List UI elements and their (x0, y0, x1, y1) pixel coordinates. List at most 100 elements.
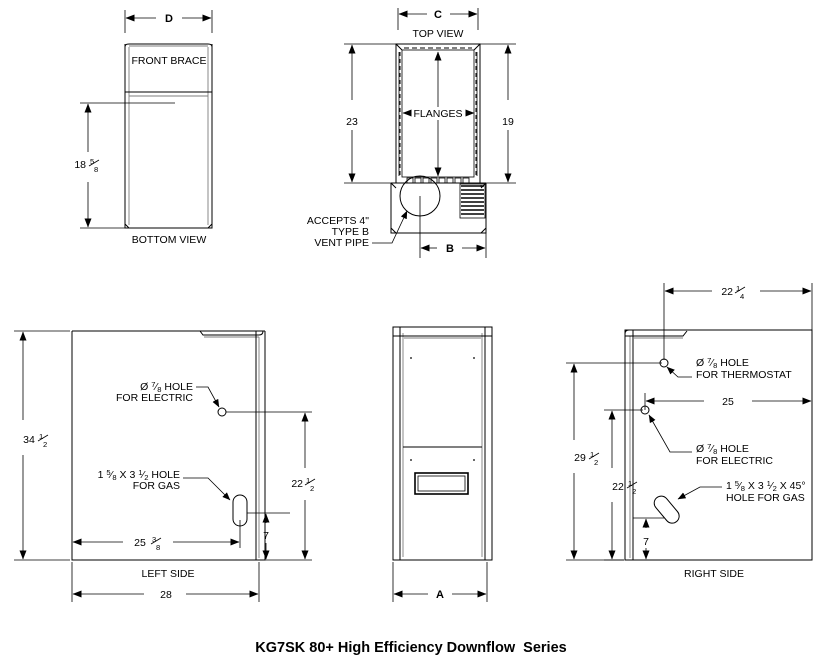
front-nameplate-inner (417, 475, 466, 492)
right-left-dim-fraction: 1 2 (588, 450, 600, 467)
front-screw-bl (410, 459, 412, 461)
top-view-left-height-dimension: 23 (344, 43, 396, 184)
left-gas-leader (183, 477, 231, 501)
svg-text:5: 5 (90, 157, 94, 166)
svg-text:2: 2 (310, 484, 314, 493)
right-electric-leader (648, 414, 692, 453)
svg-text:FOR GAS: FOR GAS (133, 480, 180, 492)
left-side-top-lip (199, 330, 264, 336)
top-view-right-height-dimension: 19 (480, 43, 516, 184)
top-view: C TOP VIEW FLANGES (307, 8, 516, 258)
top-view-base-outline (390, 183, 487, 234)
right-offset-label: 7 (643, 536, 649, 548)
flanges-label: FLANGES (413, 108, 462, 120)
right-side-view: Ø 7⁄8 HOLE FOR THERMOSTAT Ø 7⁄8 HOLE FOR… (566, 283, 813, 580)
bottom-view: D FRONT BRACE 18 5 8 BOTTOM VIEW (74, 10, 213, 246)
svg-text:HOLE FOR GAS: HOLE FOR GAS (726, 492, 805, 504)
right-bottom-offset-dimension: 7 (633, 517, 664, 560)
bottom-view-outline (124, 44, 213, 229)
svg-text:1: 1 (736, 284, 740, 293)
right-side-top-lip (624, 329, 688, 337)
left-offset-label: 7 (263, 530, 269, 542)
left-right-dim-whole: 22 (291, 478, 303, 490)
bottom-view-height-dimension: 18 5 8 (74, 102, 175, 229)
left-depth-fraction: 3 8 (150, 535, 162, 552)
right-thermostat-note: Ø 7⁄8 HOLE FOR THERMOSTAT (696, 356, 792, 381)
svg-text:FOR ELECTRIC: FOR ELECTRIC (116, 392, 193, 404)
top-view-lower-body (390, 175, 487, 234)
vent-pipe-note: ACCEPTS 4" TYPE B VENT PIPE (307, 210, 408, 249)
top-view-slot-row (406, 177, 470, 184)
bottom-view-height-whole: 18 (74, 159, 86, 171)
right-side-label: RIGHT SIDE (684, 568, 744, 580)
left-bottom-offset-dimension: 7 (247, 512, 290, 560)
right-top-dim-whole: 22 (721, 286, 733, 298)
left-electric-note: Ø 7⁄8 HOLE FOR ELECTRIC (116, 380, 193, 404)
top-view-upper-body: FLANGES (395, 43, 481, 184)
bottom-view-top-round (124, 43, 213, 48)
top-view-width-label: C (434, 9, 442, 21)
svg-text:2: 2 (594, 458, 598, 467)
left-right-dim-fraction: 1 2 (304, 476, 316, 493)
right-mid-dimension: 25 (644, 393, 813, 412)
right-gas-leader (677, 486, 722, 500)
bottom-view-bottom-corners (124, 223, 213, 229)
right-second-dimension: 22 1 2 (604, 409, 643, 561)
top-view-bottom-dimension: B (419, 196, 487, 258)
svg-text:FOR THERMOSTAT: FOR THERMOSTAT (696, 369, 792, 381)
left-width-label: 28 (160, 589, 172, 601)
svg-text:1 5⁄8 X 3 1⁄2 X 45°: 1 5⁄8 X 3 1⁄2 X 45° (726, 479, 806, 493)
svg-text:1: 1 (306, 476, 310, 485)
right-top-dim-fraction: 1 4 (734, 284, 746, 301)
left-electric-leader (196, 386, 220, 408)
left-side-label: LEFT SIDE (142, 568, 195, 580)
left-height-whole: 34 (23, 434, 35, 446)
left-side-width-dimension: 28 (71, 562, 260, 602)
front-screw-tl (410, 357, 412, 359)
right-electric-note: Ø 7⁄8 HOLE FOR ELECTRIC (696, 442, 773, 467)
left-side-view: Ø 7⁄8 HOLE FOR ELECTRIC 1 5⁄8 X 3 1⁄2 HO… (14, 330, 316, 602)
top-view-bottom-label: B (446, 243, 454, 255)
left-height-fraction: 1 2 (37, 432, 49, 449)
right-left-height-dimension: 29 1 2 (566, 362, 662, 561)
left-side-right-dimension: 22 1 2 (226, 411, 316, 561)
bottom-view-width-label: D (165, 13, 173, 25)
front-nameplate (414, 472, 469, 495)
front-screw-tr (473, 357, 475, 359)
svg-text:8: 8 (156, 543, 160, 552)
vent-note-line1: ACCEPTS 4" (307, 215, 369, 227)
top-view-corner-chamfers (395, 43, 481, 51)
bottom-view-height-fraction: 5 8 (88, 157, 100, 174)
svg-text:Ø 7⁄8 HOLE: Ø 7⁄8 HOLE (696, 442, 749, 456)
front-view: A (392, 326, 493, 602)
svg-text:3: 3 (152, 535, 156, 544)
top-view-width-dimension: C (397, 8, 479, 30)
left-electric-hole (217, 407, 227, 417)
right-gas-note: 1 5⁄8 X 3 1⁄2 X 45° HOLE FOR GAS (726, 479, 806, 504)
top-view-left-height-label: 23 (346, 116, 358, 128)
right-top-dimension: 22 1 4 (663, 283, 813, 360)
top-view-right-height-label: 19 (502, 116, 514, 128)
svg-text:1: 1 (628, 479, 632, 488)
right-gas-hole (653, 495, 680, 524)
left-depth-dimension: 25 3 8 (71, 520, 241, 552)
front-screw-br (473, 459, 475, 461)
bottom-view-label: BOTTOM VIEW (132, 234, 207, 246)
top-view-label: TOP VIEW (413, 28, 464, 40)
front-view-outline (392, 326, 493, 561)
louver-grille (459, 183, 486, 219)
svg-text:1 5⁄8 X 3 1⁄2 HOLE: 1 5⁄8 X 3 1⁄2 HOLE (98, 468, 180, 482)
left-gas-note: 1 5⁄8 X 3 1⁄2 HOLE FOR GAS (98, 468, 180, 492)
drawing-title: KG7SK 80+ High Efficiency Downflow Serie… (255, 640, 566, 656)
svg-text:Ø 7⁄8 HOLE: Ø 7⁄8 HOLE (140, 380, 193, 394)
svg-text:8: 8 (94, 165, 98, 174)
svg-text:1: 1 (39, 432, 43, 441)
svg-text:FOR ELECTRIC: FOR ELECTRIC (696, 455, 773, 467)
vent-note-line3: VENT PIPE (314, 237, 369, 249)
front-view-width-dimension: A (392, 562, 488, 602)
vent-note-line2: TYPE B (332, 226, 369, 238)
front-width-label: A (436, 589, 444, 601)
top-view-base-bottom-chamfer (390, 227, 487, 234)
